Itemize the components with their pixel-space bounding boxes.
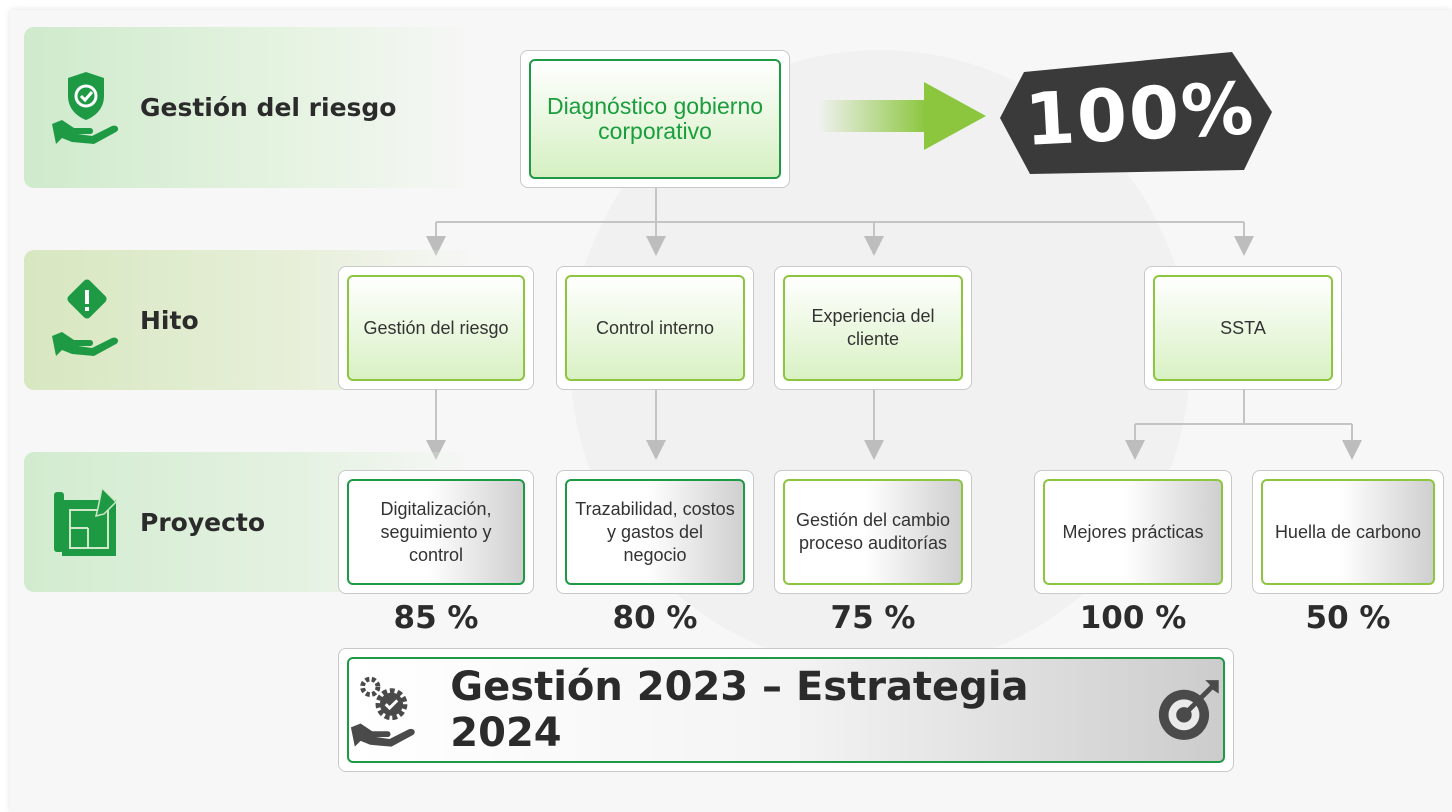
milestone-label: Control interno xyxy=(565,275,745,381)
project-percent-1: 85 % xyxy=(393,600,479,636)
blueprint-icon xyxy=(54,486,118,556)
milestone-label: Experiencia del cliente xyxy=(783,275,963,381)
category-label: Hito xyxy=(140,305,199,335)
milestone-node-1: Gestión del riesgo xyxy=(338,266,534,390)
project-node-4: Mejores prácticas xyxy=(1034,470,1232,594)
project-node-3: Gestión del cambio proceso auditorías xyxy=(774,470,972,594)
project-label: Huella de carbono xyxy=(1261,479,1435,585)
root-node-label: Diagnóstico gobierno corporativo xyxy=(529,59,781,179)
root-node: Diagnóstico gobierno corporativo xyxy=(520,50,790,188)
result-badge xyxy=(1000,52,1272,174)
project-percent-3: 75 % xyxy=(830,600,916,636)
project-percent-4: 100 % xyxy=(1079,600,1187,636)
milestone-label: SSTA xyxy=(1153,275,1333,381)
result-badge-text: 100% xyxy=(1022,66,1258,162)
warning-hand-icon xyxy=(52,279,119,356)
footer-title: Gestión 2023 – Estrategia 2024 xyxy=(450,664,1029,756)
category-gestion-riesgo: Gestión del riesgo xyxy=(24,27,478,188)
target-arrow-icon xyxy=(1159,680,1220,740)
project-label: Digitalización, seguimiento y control xyxy=(347,479,525,585)
category-label: Proyecto xyxy=(140,507,266,537)
project-label: Mejores prácticas xyxy=(1043,479,1223,585)
milestone-node-2: Control interno xyxy=(556,266,754,390)
milestone-node-4: SSTA xyxy=(1144,266,1342,390)
project-node-5: Huella de carbono xyxy=(1252,470,1444,594)
project-percent-2: 80 % xyxy=(612,600,698,636)
gears-hand-icon xyxy=(350,676,415,747)
milestone-node-3: Experiencia del cliente xyxy=(774,266,972,390)
footer-banner-inner: Gestión 2023 – Estrategia 2024 xyxy=(347,657,1225,763)
milestone-label: Gestión del riesgo xyxy=(347,275,525,381)
project-node-2: Trazabilidad, costos y gastos del negoci… xyxy=(556,470,754,594)
shield-hand-icon xyxy=(52,71,119,144)
project-label: Gestión del cambio proceso auditorías xyxy=(783,479,963,585)
category-label: Gestión del riesgo xyxy=(140,93,397,122)
project-label: Trazabilidad, costos y gastos del negoci… xyxy=(565,479,745,585)
project-node-1: Digitalización, seguimiento y control xyxy=(338,470,534,594)
arrow-right-icon xyxy=(818,82,986,150)
footer-banner: Gestión 2023 – Estrategia 2024 xyxy=(338,648,1234,772)
project-percent-5: 50 % xyxy=(1305,600,1391,636)
